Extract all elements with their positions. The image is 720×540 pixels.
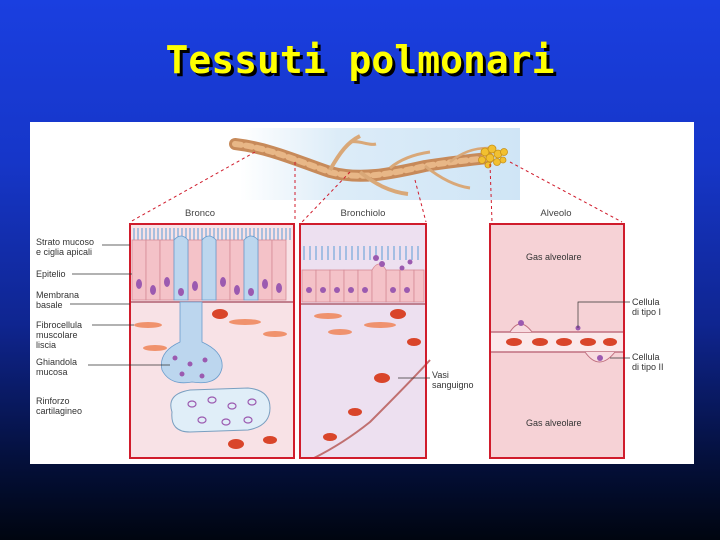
slide-title: Tessuti polmonari [0, 38, 720, 82]
label-gas-alveolare-top: Gas alveolare [526, 252, 582, 262]
bronchiolo-panel [300, 224, 430, 458]
column-alveolo: Alveolo [540, 208, 571, 219]
column-bronco: Bronco [185, 208, 215, 219]
label-gas-alveolare-bottom: Gas alveolare [526, 418, 582, 428]
lung-tissue-figure: Bronco Bronchiolo Alveolo [30, 122, 694, 464]
label-epitelio: Epitelio [36, 269, 66, 279]
bronco-panel [130, 224, 294, 458]
lung-tissue-diagram: Bronco Bronchiolo Alveolo [30, 122, 694, 464]
airway-tree-illustration [235, 128, 520, 200]
column-bronchiolo: Bronchiolo [341, 208, 386, 219]
